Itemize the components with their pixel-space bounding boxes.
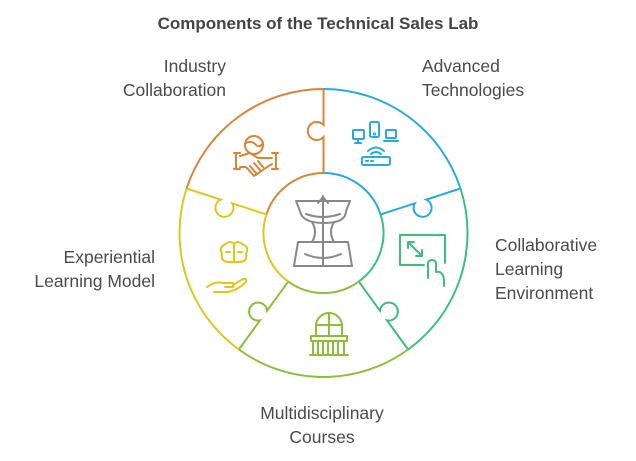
label-collaborative-line1: Collaborative (495, 235, 597, 255)
outer-arc-industry-collaboration (185, 88, 324, 189)
puzzle-ring (178, 88, 469, 378)
building-icon (309, 312, 349, 356)
outer-arc-advanced-technologies (323, 88, 462, 189)
puzzle-edge-collaborative-learning-environment (357, 280, 409, 351)
label-advanced-technologies-line1: Advanced (422, 56, 500, 76)
label-industry-collaboration-line1: Industry (164, 56, 226, 76)
puzzle-edge-multidisciplinary-courses (238, 280, 290, 351)
inner-arc-experiential-learning-model (262, 214, 289, 283)
label-industry-collaboration-line2: Collaboration (123, 80, 226, 100)
touch-screen-icon (399, 234, 446, 287)
diagram-title: Components of the Technical Sales Lab (158, 14, 479, 33)
inner-arc-multidisciplinary-courses (287, 280, 360, 294)
label-collaborative-line2: Learning (495, 259, 563, 279)
outer-arc-multidisciplinary-courses (238, 348, 409, 378)
handshake-globe-icon (233, 135, 279, 177)
label-advanced-technologies-line2: Technologies (422, 80, 524, 100)
label-multidisciplinary-line1: Multidisciplinary (260, 403, 384, 423)
inner-arc-industry-collaboration (265, 172, 324, 215)
label-experiential-line2: Learning Model (34, 271, 155, 291)
puzzle-edge-experiential-learning-model (186, 187, 267, 218)
puzzle-edge-industry-collaboration (306, 89, 325, 173)
inner-arc-collaborative-learning-environment (358, 214, 385, 283)
label-experiential-line1: Experiential (64, 247, 155, 267)
outer-arc-experiential-learning-model (178, 188, 240, 351)
label-multidisciplinary-line2: Courses (289, 427, 354, 447)
brain-hand-icon (206, 241, 249, 293)
inner-arc-advanced-technologies (323, 172, 382, 215)
lab-structure-icon (293, 195, 353, 267)
devices-router-icon (352, 121, 399, 166)
label-collaborative-line3: Environment (495, 283, 593, 303)
puzzle-edge-advanced-technologies (380, 187, 461, 218)
outer-arc-collaborative-learning-environment (407, 188, 469, 351)
